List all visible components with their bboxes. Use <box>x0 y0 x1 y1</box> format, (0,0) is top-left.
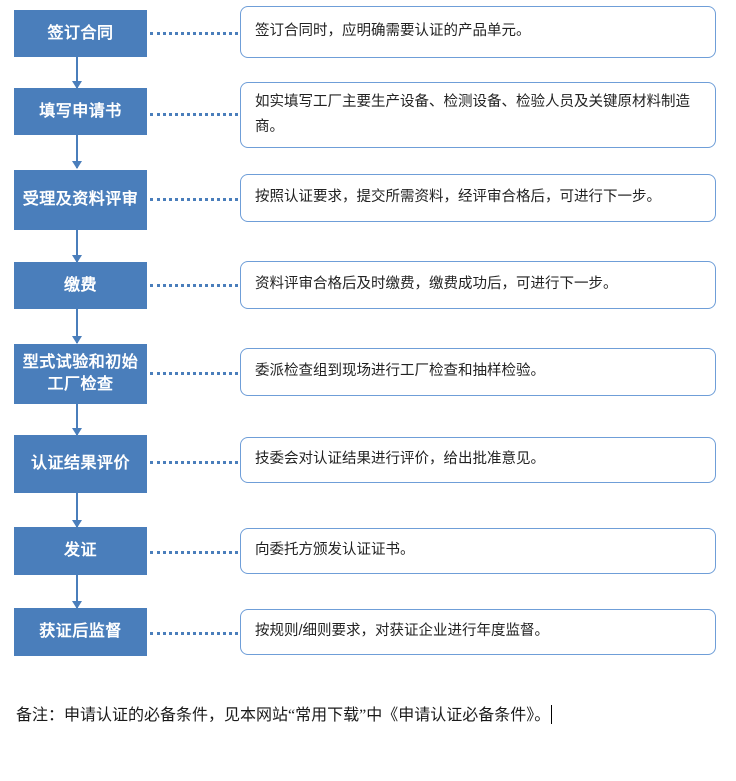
flow-node-2-label: 填写申请书 <box>39 102 122 120</box>
flow-node-1-label: 签订合同 <box>47 24 114 42</box>
flow-node-2[interactable]: 填写申请书 <box>14 88 147 135</box>
certification-flowchart: 签订合同 签订合同时，应明确需要认证的产品单元。 填写申请书 如实填写工厂主要生… <box>14 6 716 656</box>
flow-arrow-1 <box>72 57 82 89</box>
flow-connector-3 <box>150 198 238 203</box>
flow-arrow-4 <box>72 309 82 344</box>
flow-connector-2 <box>150 113 238 118</box>
flow-node-3-label: 受理及资料评审 <box>22 191 139 209</box>
flow-callout-3-text: 按照认证要求，提交所需资料，经评审合格后，可进行下一步。 <box>255 189 661 206</box>
flow-node-1[interactable]: 签订合同 <box>14 10 147 57</box>
footer-note: 备注：申请认证的必备条件，见本网站“常用下载”中《申请认证必备条件》。 <box>16 700 716 732</box>
flow-node-8[interactable]: 获证后监督 <box>14 608 147 656</box>
flow-arrow-2 <box>72 135 82 169</box>
text-cursor <box>551 705 553 724</box>
flow-arrow-5 <box>72 404 82 436</box>
flow-callout-3: 按照认证要求，提交所需资料，经评审合格后，可进行下一步。 <box>240 174 716 222</box>
flow-node-5-label: 型式试验和初始工厂检查 <box>22 354 139 393</box>
flow-arrow-3 <box>72 230 82 263</box>
flow-connector-5 <box>150 372 238 377</box>
flow-callout-5: 委派检查组到现场进行工厂检查和抽样检验。 <box>240 348 716 396</box>
flow-connector-4 <box>150 284 238 289</box>
flow-callout-7: 向委托方颁发认证证书。 <box>240 528 716 574</box>
flow-callout-4: 资料评审合格后及时缴费，缴费成功后，可进行下一步。 <box>240 261 716 309</box>
flow-callout-6-text: 技委会对认证结果进行评价，给出批准意见。 <box>255 451 545 468</box>
flow-node-4[interactable]: 缴费 <box>14 262 147 309</box>
flow-connector-8 <box>150 632 238 637</box>
flow-node-7[interactable]: 发证 <box>14 527 147 575</box>
flow-connector-7 <box>150 551 238 556</box>
flow-node-3[interactable]: 受理及资料评审 <box>14 170 147 230</box>
flow-callout-8-text: 按规则/细则要求，对获证企业进行年度监督。 <box>255 623 550 640</box>
flow-connector-1 <box>150 32 238 37</box>
flow-callout-1: 签订合同时，应明确需要认证的产品单元。 <box>240 6 716 58</box>
flow-node-6[interactable]: 认证结果评价 <box>14 435 147 493</box>
flow-callout-6: 技委会对认证结果进行评价，给出批准意见。 <box>240 437 716 483</box>
flow-node-4-label: 缴费 <box>63 276 97 294</box>
flow-callout-2-text: 如实填写工厂主要生产设备、检测设备、检验人员及关键原材料制造商。 <box>255 93 690 135</box>
flow-arrow-6 <box>72 493 82 528</box>
flow-callout-1-text: 签订合同时，应明确需要认证的产品单元。 <box>255 23 531 40</box>
flow-connector-6 <box>150 461 238 466</box>
flow-callout-7-text: 向委托方颁发认证证书。 <box>255 542 415 559</box>
flow-node-7-label: 发证 <box>63 542 97 560</box>
flow-node-5[interactable]: 型式试验和初始工厂检查 <box>14 344 147 404</box>
flow-callout-8: 按规则/细则要求，对获证企业进行年度监督。 <box>240 609 716 655</box>
flow-callout-2: 如实填写工厂主要生产设备、检测设备、检验人员及关键原材料制造商。 <box>240 82 716 148</box>
flow-callout-4-text: 资料评审合格后及时缴费，缴费成功后，可进行下一步。 <box>255 276 618 293</box>
flow-callout-5-text: 委派检查组到现场进行工厂检查和抽样检验。 <box>255 363 545 380</box>
flow-node-6-label: 认证结果评价 <box>30 455 130 473</box>
flow-arrow-7 <box>72 575 82 609</box>
footer-note-text: 备注：申请认证的必备条件，见本网站“常用下载”中《申请认证必备条件》。 <box>16 707 551 724</box>
flow-node-8-label: 获证后监督 <box>39 623 122 641</box>
